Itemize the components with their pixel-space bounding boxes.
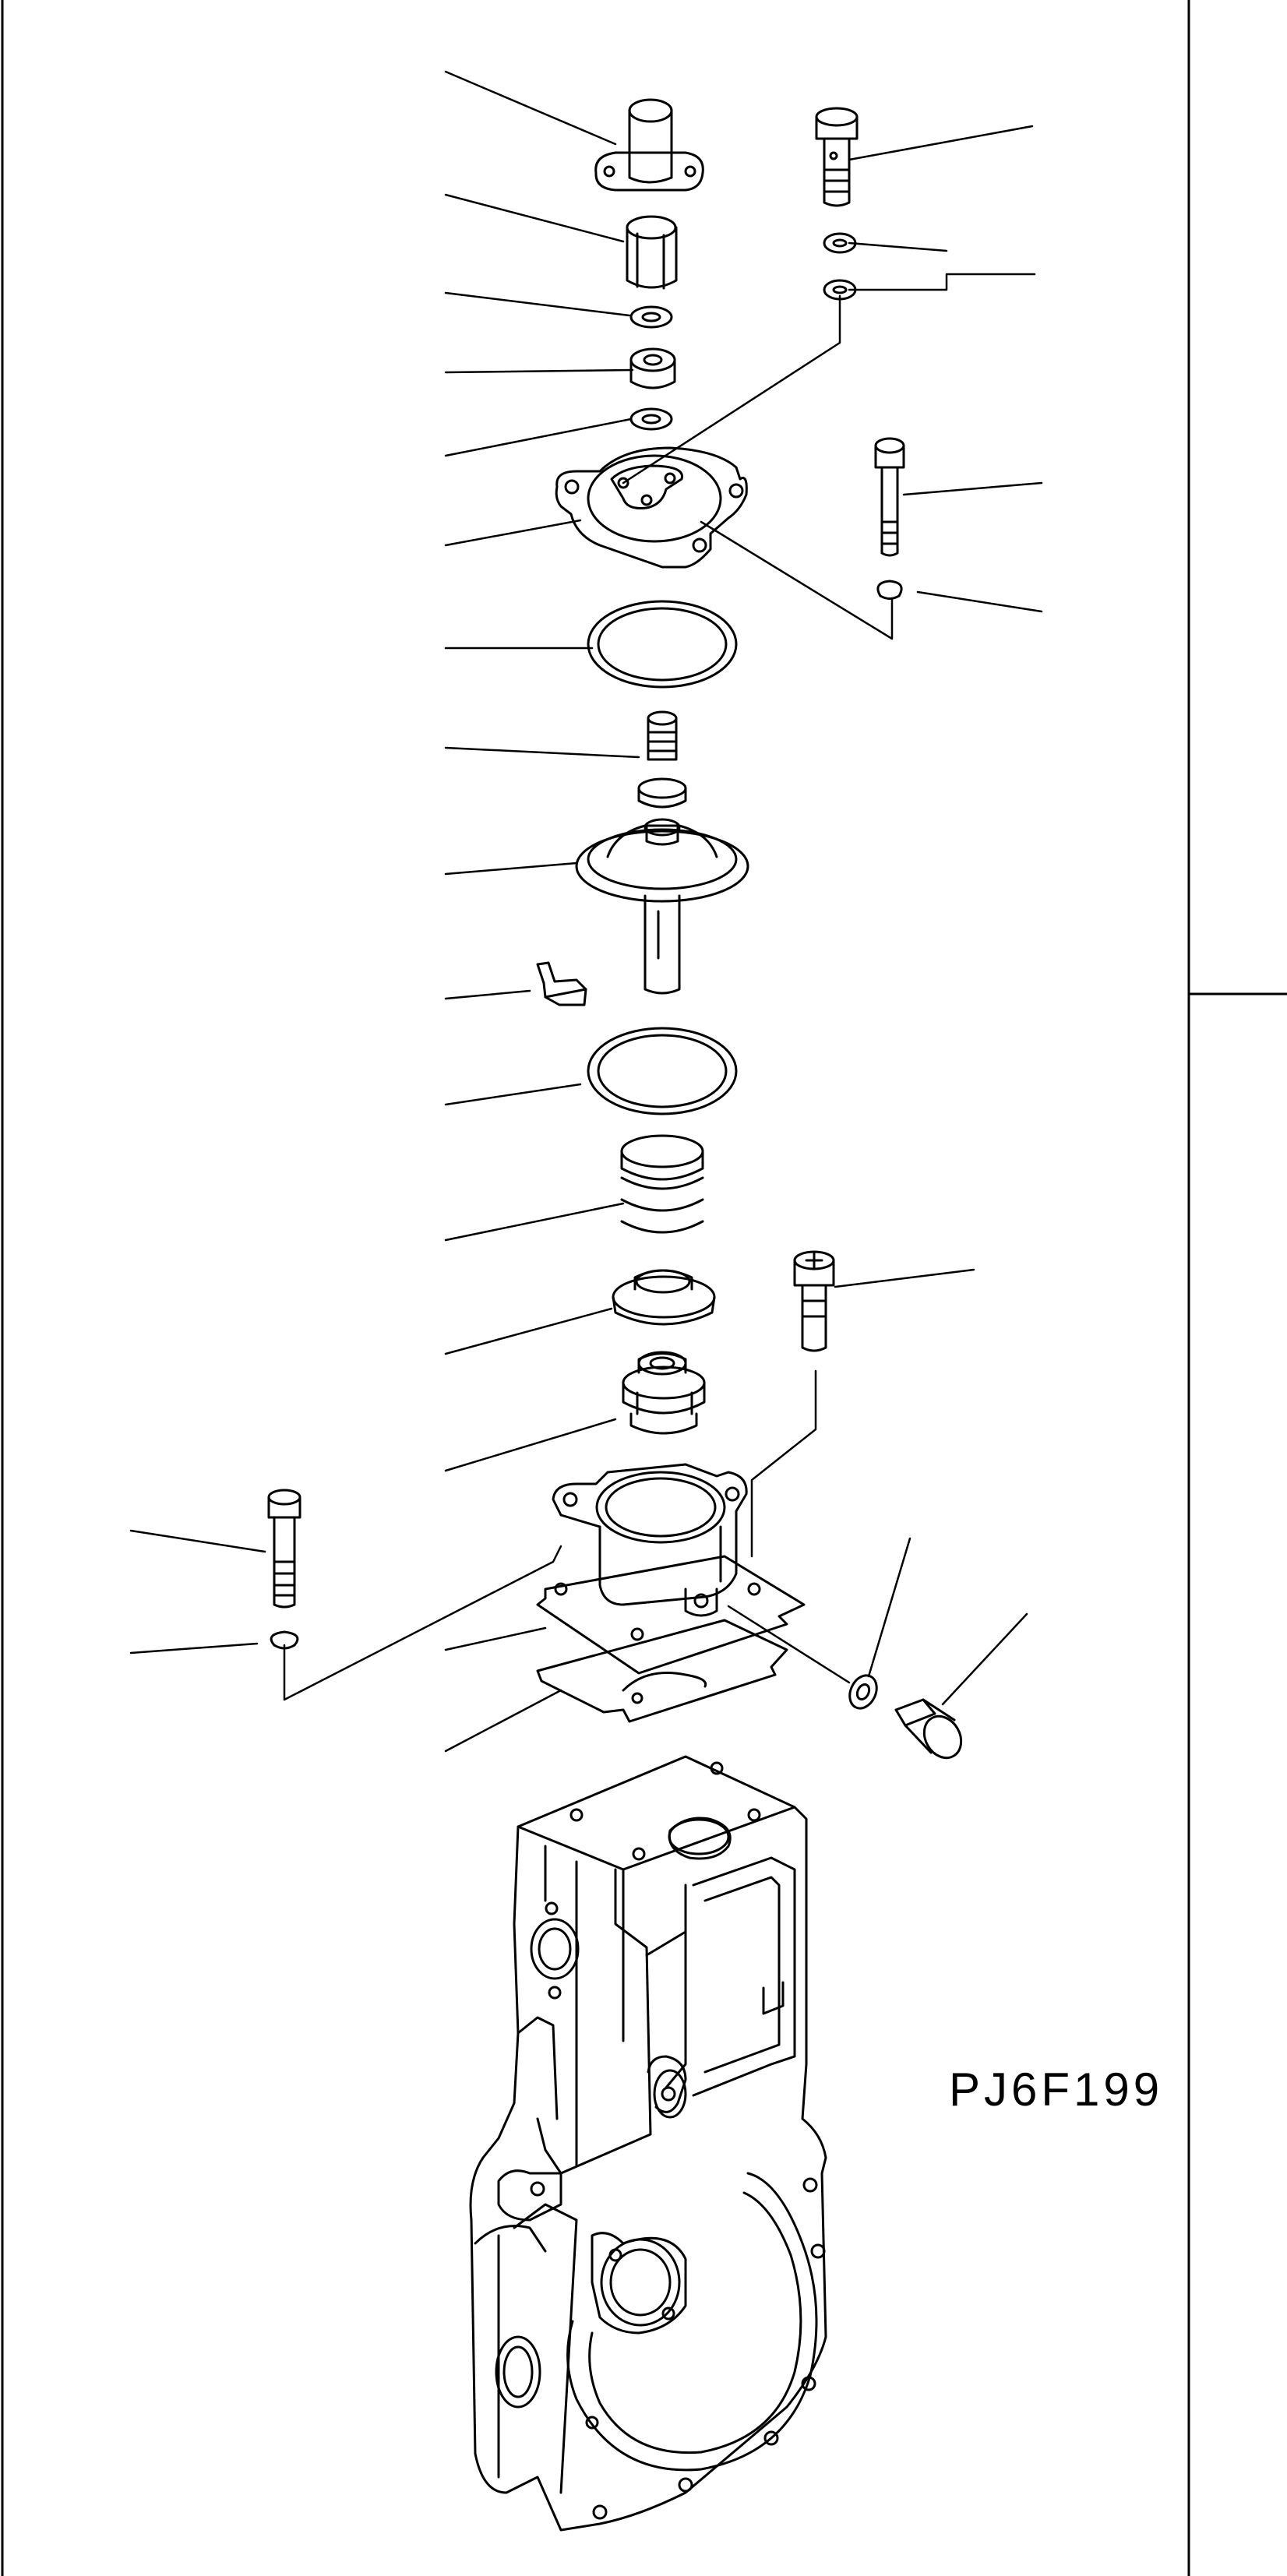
adjust-screw: [637, 710, 687, 809]
bolt: [267, 1489, 301, 1609]
small-washer: [629, 407, 673, 431]
gasket: [536, 1555, 806, 1675]
gasket: [536, 1619, 788, 1723]
coil-spring: [620, 1134, 704, 1234]
upper-cover: [555, 446, 748, 569]
flanged-pin: [594, 98, 704, 192]
retaining-clip: [536, 961, 587, 1006]
leader-lines-right: [283, 125, 1043, 1706]
pump-body: [469, 1755, 827, 2532]
housing-flange: [552, 1463, 748, 1617]
figure-code: PJ6F199: [949, 2063, 1164, 2116]
washer: [848, 1674, 878, 1710]
diaphragm-piston: [575, 818, 749, 995]
small-washer: [629, 305, 673, 329]
washer: [823, 232, 857, 301]
plug: [894, 1698, 963, 1760]
hex-nut: [629, 347, 676, 389]
o-ring: [587, 1027, 738, 1115]
spring-seat: [612, 1269, 716, 1326]
guide-bushing: [622, 1351, 706, 1435]
banjo-bolt: [793, 1250, 835, 1352]
bolt: [874, 437, 905, 557]
snap-ring: [270, 1630, 299, 1650]
leader-lines-left: [129, 70, 640, 1753]
hex-cap: [626, 215, 678, 290]
o-ring: [587, 600, 738, 689]
snap-ring: [876, 580, 903, 600]
screw: [815, 107, 859, 207]
